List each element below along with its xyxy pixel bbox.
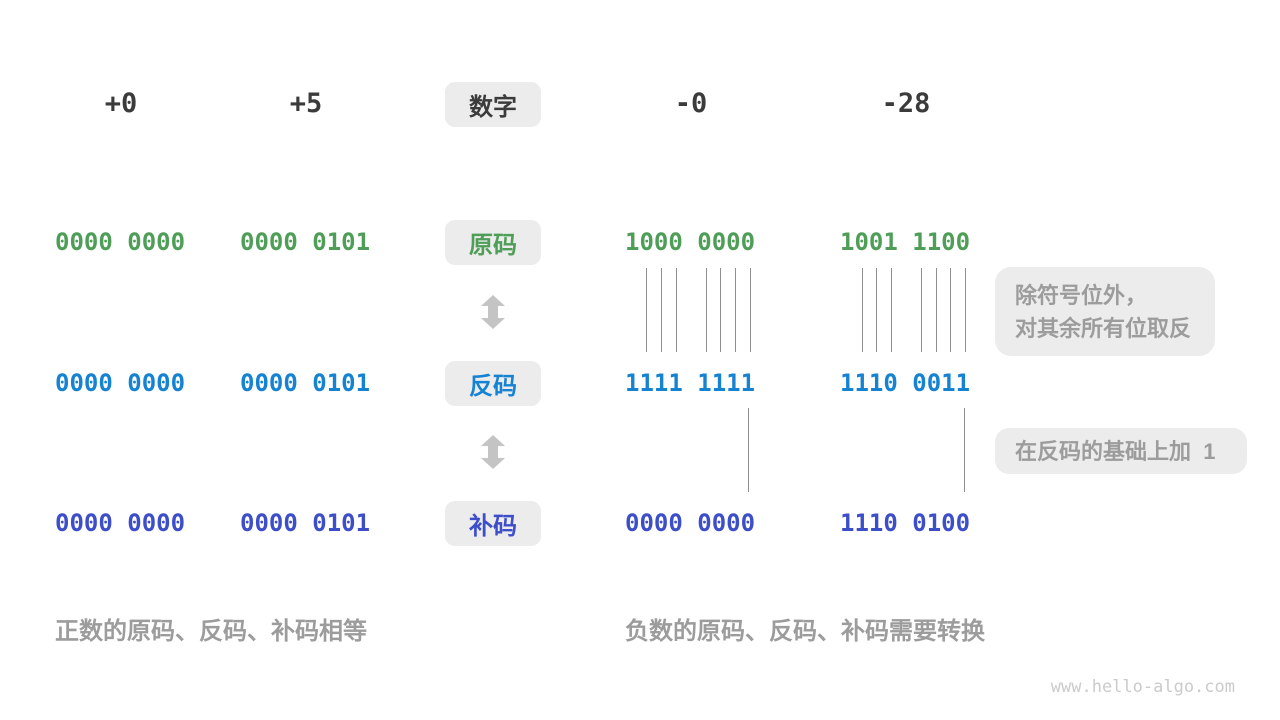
header-value-plus-5: +5 [289,88,323,119]
header-label-number: 数字 [445,82,541,127]
note-invert-bits: 除符号位外， 对其余所有位取反 [995,267,1215,356]
sign-magnitude-minus-0: 1000 0000 [625,228,756,256]
updown-arrow-icon [480,294,506,330]
header-value-minus-28: -28 [881,88,931,119]
caption-positive-numbers: 正数的原码、反码、补码相等 [55,618,367,645]
header-value-minus-0: -0 [674,88,708,119]
note-invert-bits-line2: 对其余所有位取反 [1015,315,1192,341]
ones-complement-minus-28: 1110 0011 [840,369,971,397]
sign-magnitude-minus-28: 1001 1100 [840,228,971,256]
twos-complement-plus-0: 0000 0000 [55,509,186,537]
caption-negative-numbers: 负数的原码、反码、补码需要转换 [625,618,985,645]
twos-complement-plus-5: 0000 0101 [240,509,371,537]
sign-magnitude-plus-5: 0000 0101 [240,228,371,256]
sign-magnitude-plus-0: 0000 0000 [55,228,186,256]
watermark: www.hello-algo.com [1050,677,1235,697]
sign-magnitude-label: 原码 [445,220,541,265]
ones-complement-plus-0: 0000 0000 [55,369,186,397]
ones-complement-label: 反码 [445,361,541,406]
note-add-one: 在反码的基础上加 1 [995,428,1247,474]
header-value-plus-0: +0 [104,88,138,119]
note-add-one-text: 在反码的基础上加 1 [1015,438,1216,464]
ones-complement-minus-0: 1111 1111 [625,369,756,397]
ones-complement-plus-5: 0000 0101 [240,369,371,397]
twos-complement-label: 补码 [445,501,541,546]
twos-complement-minus-28: 1110 0100 [840,509,971,537]
twos-complement-minus-0: 0000 0000 [625,509,756,537]
note-invert-bits-line1: 除符号位外， [1015,282,1148,308]
updown-arrow-icon [480,434,506,470]
